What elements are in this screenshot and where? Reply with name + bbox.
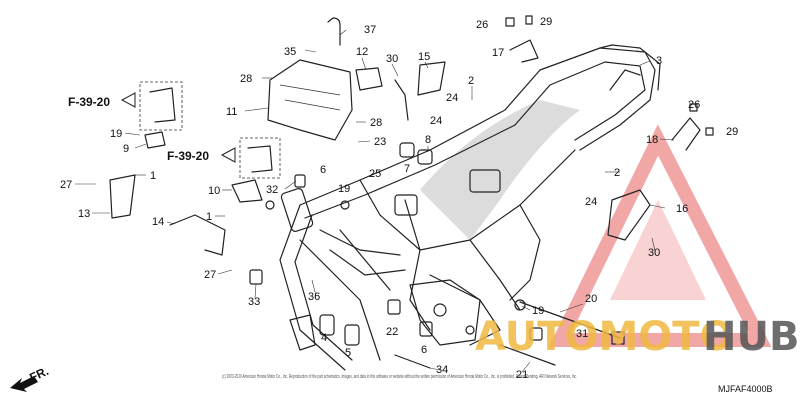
callout-3[interactable]: 3	[656, 55, 662, 67]
callout-33[interactable]: 33	[248, 296, 260, 308]
watermark-triangle	[548, 124, 772, 347]
callout-8[interactable]: 8	[425, 134, 431, 146]
callout-6a[interactable]: 6	[320, 164, 326, 176]
callout-15[interactable]: 15	[418, 51, 430, 63]
callout-5[interactable]: 5	[345, 347, 351, 359]
front-label: FR.	[27, 364, 50, 385]
callout-6b[interactable]: 6	[421, 344, 427, 356]
callout-16[interactable]: 16	[676, 203, 688, 215]
callout-28a[interactable]: 28	[240, 73, 252, 85]
main-frame	[279, 44, 661, 371]
front-arrow: FR.	[10, 364, 51, 392]
ref-box-lower: F-39-20	[167, 137, 281, 179]
callout-19a[interactable]: 19	[110, 128, 122, 140]
callout-13[interactable]: 13	[78, 208, 90, 220]
callout-22[interactable]: 22	[386, 326, 398, 338]
callout-36[interactable]: 36	[308, 291, 320, 303]
callout-28b[interactable]: 28	[370, 117, 382, 129]
ref-label-upper[interactable]: F-39-20	[68, 95, 110, 109]
diagram-code: MJFAF4000B	[718, 384, 773, 394]
callout-21[interactable]: 21	[516, 369, 528, 381]
callout-23[interactable]: 23	[374, 136, 386, 148]
callout-32[interactable]: 32	[266, 184, 278, 196]
small-parts	[109, 15, 714, 369]
callout-19b[interactable]: 19	[338, 183, 350, 195]
callout-18[interactable]: 18	[646, 134, 658, 146]
callout-29b[interactable]: 29	[726, 126, 738, 138]
leader-lines	[75, 29, 675, 373]
watermark-part1: AUTOMOTO	[475, 314, 734, 360]
callout-numbers: 37 35 12 26 29 30 15 17 3 28 2 11 24 24 …	[60, 16, 738, 381]
callout-25[interactable]: 25	[369, 168, 381, 180]
callout-7[interactable]: 7	[404, 163, 410, 175]
callout-2b[interactable]: 2	[614, 167, 620, 179]
callout-4[interactable]: 4	[321, 332, 327, 344]
callout-17[interactable]: 17	[492, 47, 504, 59]
ref-box-upper: F-39-20	[68, 81, 183, 131]
callout-30b[interactable]: 30	[648, 247, 660, 259]
callout-26[interactable]: 26	[476, 19, 488, 31]
callout-24c[interactable]: 24	[585, 196, 597, 208]
callout-20[interactable]: 20	[585, 293, 597, 305]
callout-11[interactable]: 11	[226, 106, 237, 118]
callout-19c[interactable]: 19	[532, 305, 544, 317]
callout-1b[interactable]: 1	[206, 211, 212, 223]
copyright-text: (c) 2003-2019 American Honda Motor Co., …	[222, 374, 577, 380]
watermark-part2: HUB	[703, 314, 799, 360]
callout-35[interactable]: 35	[284, 46, 296, 58]
callout-26b[interactable]: 26	[688, 99, 700, 111]
ref-label-lower[interactable]: F-39-20	[167, 149, 209, 163]
callout-37[interactable]: 37	[364, 24, 376, 36]
callout-2a[interactable]: 2	[468, 75, 474, 87]
callout-29[interactable]: 29	[540, 16, 552, 28]
callout-10[interactable]: 10	[208, 185, 220, 197]
callout-34[interactable]: 34	[436, 364, 448, 376]
callout-30[interactable]: 30	[386, 53, 398, 65]
callout-9[interactable]: 9	[123, 143, 129, 155]
callout-24a[interactable]: 24	[446, 92, 458, 104]
callout-31[interactable]: 31	[576, 328, 588, 340]
watermark-text: AUTOMOTO HUB	[475, 314, 799, 360]
callout-14[interactable]: 14	[152, 216, 164, 228]
callout-27a[interactable]: 27	[60, 179, 72, 191]
callout-1a[interactable]: 1	[150, 170, 156, 182]
callout-24b[interactable]: 24	[430, 115, 442, 127]
callout-27b[interactable]: 27	[204, 269, 216, 281]
callout-12[interactable]: 12	[356, 46, 368, 58]
